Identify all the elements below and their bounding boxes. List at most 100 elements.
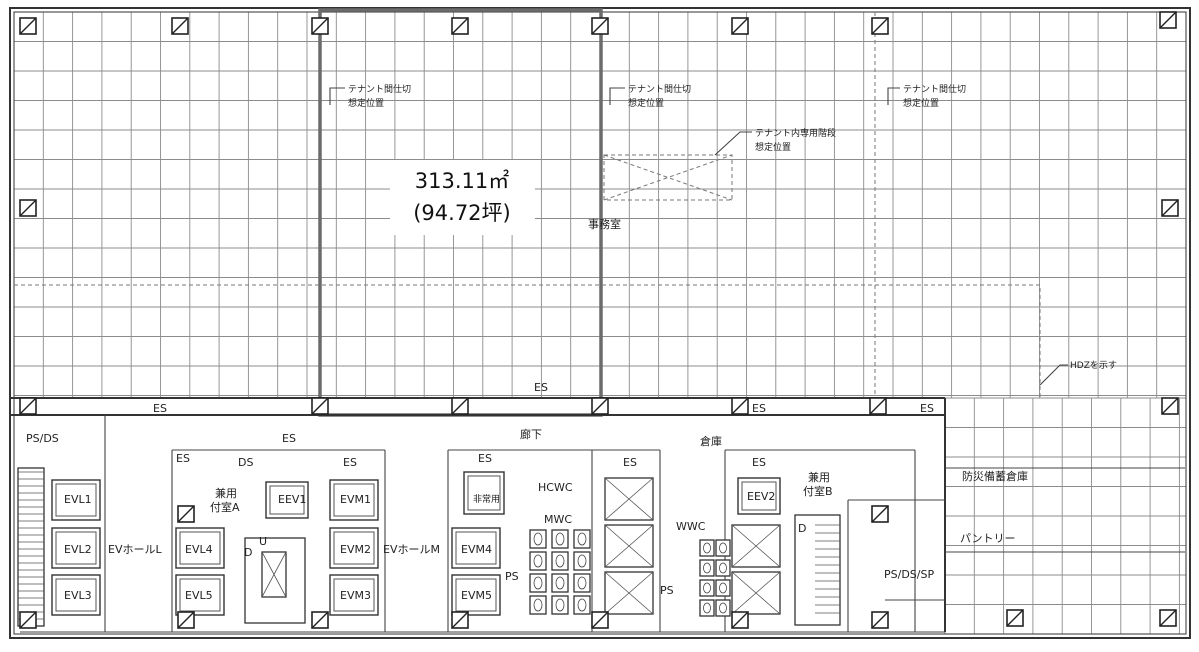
room-storage: 倉庫 [700,434,722,448]
column-diagonal [869,397,887,415]
toilet-stall [551,551,569,571]
room-ev-hall-m: EVホールM [383,543,440,556]
tag-es: ES [534,381,548,394]
column-diagonal [1159,609,1177,627]
stair-b-treads [815,524,840,614]
toilet-bowl [719,582,727,594]
toilet-bowl [533,554,543,568]
toilet-bowl [555,554,565,568]
tag-d: D [244,546,252,559]
toilet-stall [699,539,715,557]
column-diagonal [731,397,749,415]
column-diagonal [1159,11,1177,29]
note-hdz: HDZを示す [1070,360,1117,371]
note-partition-2a: テナント間仕切 [628,83,691,95]
toilet-stall [529,595,547,615]
elevator-cab [175,574,225,616]
elevator-cab [329,527,379,569]
toilet-stall [529,551,547,571]
toilet-stall [573,529,591,549]
room-mwc: MWC [544,513,572,526]
toilet-bowl [719,602,727,614]
toilet-bowl [555,532,565,546]
room-ev-hall-l: EVホールL [108,543,162,556]
room-office: 事務室 [588,217,621,231]
column-diagonal [19,611,37,629]
tag-ds: DS [238,456,253,469]
toilet-stall [573,573,591,593]
elevator-evl4: EVL4 [185,543,213,556]
elevator-cab [51,527,101,569]
elevator-cab [51,479,101,521]
elevator-evl1: EVL1 [64,493,92,506]
elevator-evl5: EVL5 [185,589,213,602]
room-ps-ds-sp: PS/DS/SP [884,568,934,581]
toilet-bowl [533,576,543,590]
leader-line [329,87,345,105]
elevator-cab [451,574,501,616]
elevator-evl3: EVL3 [64,589,92,602]
elevator-cab [329,479,379,521]
column-diagonal [1161,397,1179,415]
elevator-cab-inner [467,475,501,511]
tag-es: ES [343,456,357,469]
toilet-stall [715,559,731,577]
column-diagonal [19,397,37,415]
note-partition-1a: テナント間仕切 [348,83,411,95]
room-ps-ds-left: PS/DS [26,432,59,445]
toilet-bowl [555,598,565,612]
toilet-bowl [703,602,711,614]
tag-u: U [259,535,267,548]
elevator-cab [737,477,781,515]
stair-position-box [603,154,733,201]
elevator-eev1: EEV1 [278,493,306,506]
note-partition-2b: 想定位置 [628,97,664,109]
tag-ps: PS [505,570,519,583]
stair-a-cross [261,551,287,598]
elevator-cab-inner [55,531,97,565]
elevator-cab-inner [333,531,375,565]
toilet-bowl [555,576,565,590]
column-diagonal [19,17,37,35]
column-diagonal [311,611,329,629]
column-diagonal [871,505,889,523]
toilet-bowl [577,554,587,568]
toilet-bowl [577,532,587,546]
toilet-bowl [577,576,587,590]
elevator-cab-inner [741,481,777,511]
tag-es: ES [153,402,167,415]
elevator-cab [265,481,309,519]
elevator-cab-inner [269,485,305,515]
elevator-cab [175,527,225,569]
elevator-evm3: EVM3 [340,589,371,602]
column-diagonal [177,505,195,523]
elevator-freight: 非常用 [473,493,500,505]
structural-columns [19,11,1179,629]
tag-es: ES [176,452,190,465]
column-diagonal [451,397,469,415]
elevator-cab-inner [455,578,497,612]
toilet-bowl [703,562,711,574]
toilet-bowl [703,542,711,554]
area-sqm: 313.11㎡ [415,169,509,193]
toilet-stall [529,573,547,593]
toilet-bowl [703,582,711,594]
toilet-stalls [529,529,731,617]
leader-line [609,87,625,105]
elevator-cab-inner [55,578,97,612]
elevator-cab-inner [455,531,497,565]
room-vestibule-a-2: 付室A [210,500,240,514]
room-disaster-storage: 防災備蓄倉庫 [962,469,1028,483]
column-diagonal [177,611,195,629]
toilet-stall [699,599,715,617]
elevator-cab [329,574,379,616]
elevator-cab-inner [55,483,97,517]
column-diagonal [451,17,469,35]
toilet-stall [573,551,591,571]
note-partition-1b: 想定位置 [348,97,384,109]
room-vestibule-b-1: 兼用 [808,471,830,484]
room-vestibule-b-2: 付室B [803,484,833,498]
column-diagonal [591,611,609,629]
tag-es: ES [920,402,934,415]
